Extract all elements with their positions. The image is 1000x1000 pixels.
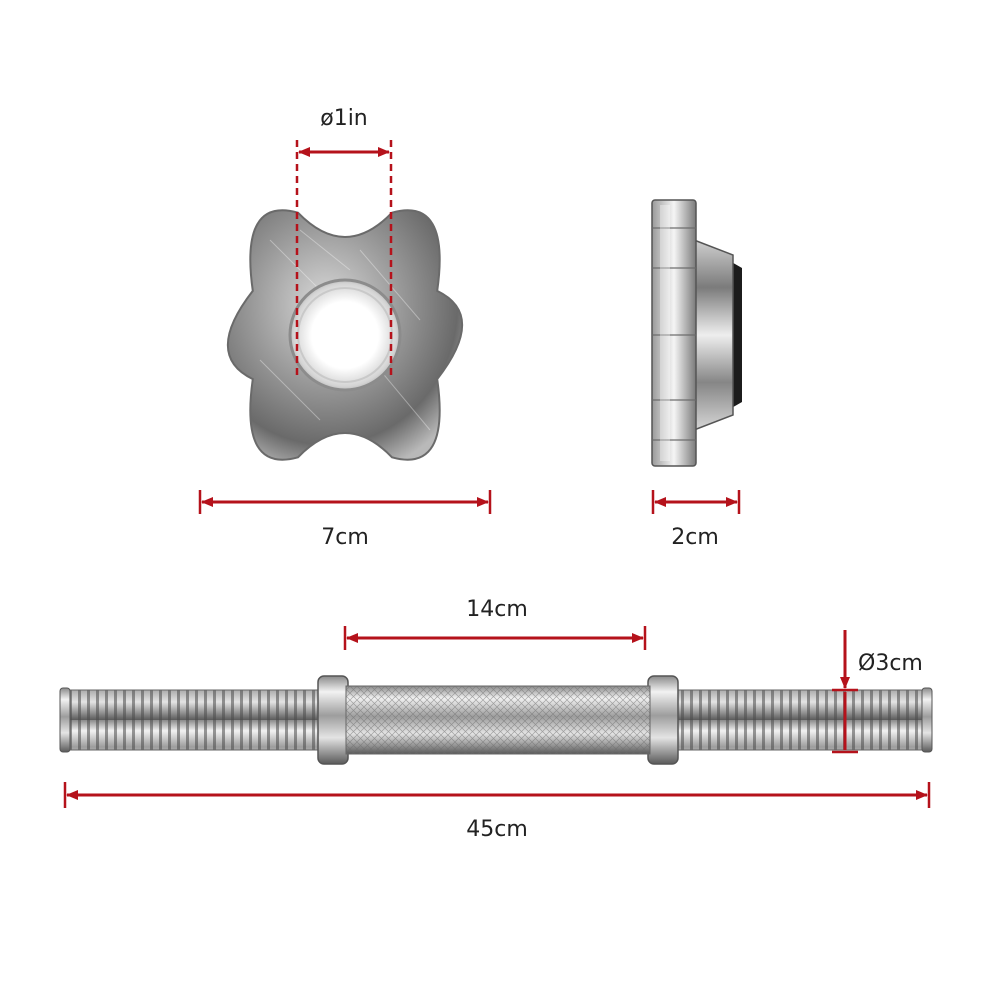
collar-side-hub — [693, 238, 734, 432]
collar-side-flange — [651, 199, 697, 467]
collar-side-view — [651, 199, 742, 467]
dumbbell-bar — [59, 675, 933, 765]
dimension-bore: ø1in — [295, 106, 393, 380]
star-collar-front — [227, 209, 463, 461]
handle-length-label: 14cm — [466, 597, 528, 622]
dimension-collar-depth: 2cm — [651, 490, 741, 550]
collar-depth-label: 2cm — [671, 525, 719, 550]
bar-length-label: 45cm — [466, 817, 528, 842]
bore-diameter-label: ø1in — [320, 106, 368, 131]
bar-shoulder-left — [317, 675, 349, 765]
bar-handle-knurling — [346, 686, 650, 754]
collar-width-label: 7cm — [321, 525, 369, 550]
bar-thread-right — [669, 689, 929, 751]
dimension-bar-length: 45cm — [63, 782, 931, 842]
dimension-collar-width: 7cm — [198, 490, 492, 550]
bar-shoulder-right — [647, 675, 679, 765]
bar-diameter-label: Ø3cm — [858, 651, 923, 676]
dimension-bar-diameter: Ø3cm — [832, 630, 923, 754]
star-collar-bore — [288, 278, 402, 392]
bar-thread-left — [63, 689, 327, 751]
bar-end-right — [921, 687, 933, 753]
bar-end-left — [59, 687, 71, 753]
dimension-handle-length: 14cm — [343, 597, 647, 650]
